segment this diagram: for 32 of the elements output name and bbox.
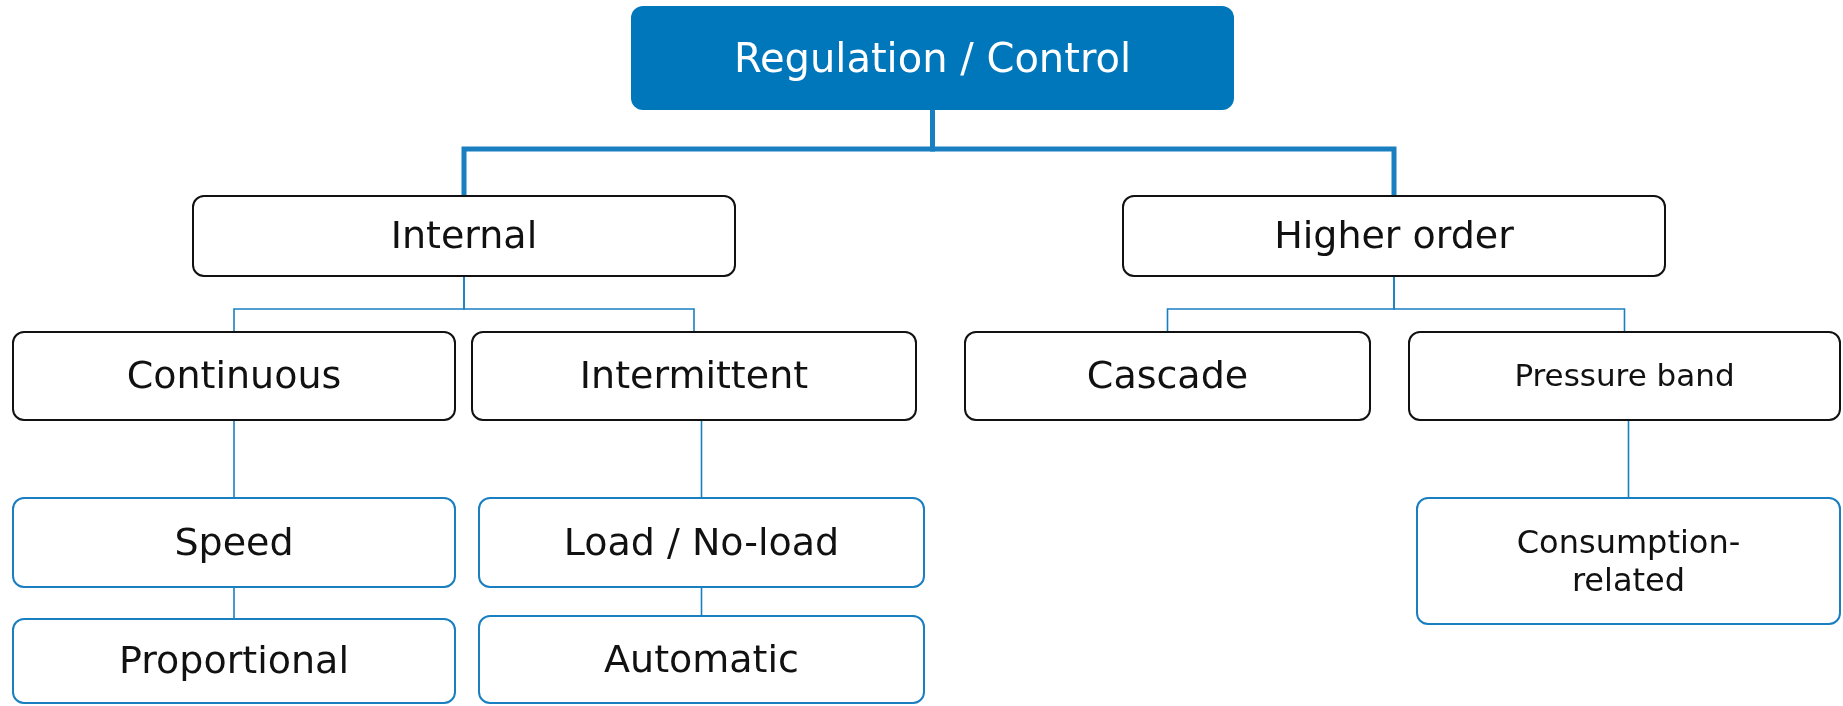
node-label: Regulation / Control — [733, 34, 1132, 82]
connector-line — [463, 276, 695, 332]
node-label: Cascade — [1086, 353, 1249, 399]
node-label: Consumption-related — [1515, 522, 1742, 600]
category-box — [1408, 331, 1841, 421]
connector-line — [930, 110, 1397, 195]
category-box — [964, 331, 1371, 421]
title-box — [631, 6, 1234, 110]
category-box — [471, 331, 917, 421]
method-box — [12, 497, 456, 588]
method-box — [478, 615, 925, 704]
node-label: Proportional — [119, 638, 349, 684]
connector-line — [1627, 420, 1630, 498]
category-box — [1122, 195, 1666, 277]
category-box — [192, 195, 736, 277]
category-box — [12, 331, 456, 421]
node-label: Automatic — [604, 636, 799, 683]
method-box — [478, 497, 925, 588]
node-label: Pressure band — [1514, 357, 1735, 395]
connector-line — [233, 587, 235, 619]
node-label: Intermittent — [579, 353, 809, 399]
method-box — [12, 618, 456, 704]
node-label: Internal — [390, 213, 538, 259]
connector-line — [700, 420, 703, 498]
node-label: Load / No-load — [563, 519, 840, 566]
connector-line — [233, 420, 235, 498]
node-label: Higher order — [1274, 213, 1514, 259]
connector-line — [1393, 276, 1626, 332]
node-label: Speed — [174, 519, 294, 566]
method-box — [1416, 497, 1841, 625]
node-label: Continuous — [126, 353, 342, 399]
connector-line — [700, 587, 703, 616]
